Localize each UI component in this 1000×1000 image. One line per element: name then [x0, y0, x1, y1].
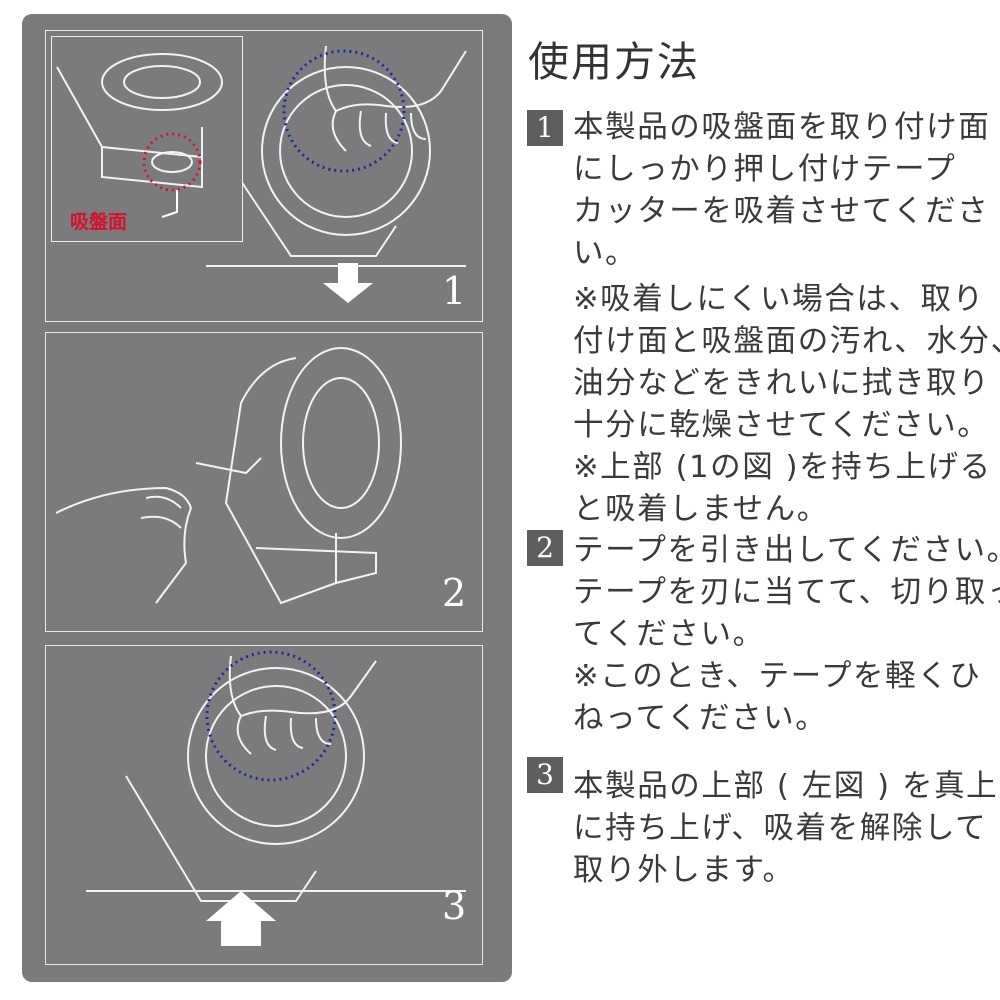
step-line: 取り外します。	[573, 853, 795, 888]
page-title: 使用方法	[528, 38, 700, 86]
illustration-step-1: 吸盤面 1	[45, 30, 483, 322]
step-3-text: 本製品の上部 ( 左図 ) を真上 に持ち上げ、吸着を解除して 取り外します。	[573, 766, 998, 892]
step-line: テープを引き出してください。	[573, 533, 1000, 568]
step-note-line: ※吸着しにくい場合は、取り	[573, 282, 985, 317]
suction-cup-inset: 吸盤面	[51, 36, 243, 242]
illustration-panel: 吸盤面 1 2	[22, 14, 512, 982]
step-line: 本製品の吸盤面を取り付け面	[573, 110, 991, 145]
suction-surface-label: 吸盤面	[70, 211, 128, 233]
down-arrow-icon	[323, 263, 373, 303]
dispenser-lift-drawing	[86, 650, 466, 946]
step-note-line: 付け面と吸盤面の汚れ、水分、	[573, 324, 1000, 359]
step-2-text: テープを引き出してください。 テープを刃に当てて、切り取っ てください。 ※この…	[573, 530, 1000, 740]
panel-number-2: 2	[442, 571, 467, 615]
step-note-line: と吸着しません。	[573, 492, 829, 527]
step-note-line: ※このとき、テープを軽くひ	[573, 659, 982, 694]
illustration-step-3: 3	[45, 645, 483, 965]
step-line: に持ち上げ、吸着を解除して	[573, 811, 988, 846]
step-line: カッターを吸着させてくださ	[573, 194, 990, 229]
step-note-line: 十分に乾燥させてください。	[573, 408, 990, 443]
up-arrow-icon	[206, 891, 276, 946]
step-note-line: 油分などをきれいに拭き取り	[573, 366, 991, 401]
step-1-text: 本製品の吸盤面を取り付け面 にしっかり押し付けテープ カッターを吸着させてくださ…	[573, 107, 1000, 531]
panel-number-3: 3	[442, 884, 467, 928]
step-2-badge: 2	[527, 530, 563, 566]
step-line: テープを刃に当てて、切り取っ	[573, 575, 1000, 610]
step-line: にしっかり押し付けテープ	[573, 152, 957, 187]
illustration-step-2: 2	[45, 332, 483, 632]
panel-number-1: 1	[442, 269, 467, 313]
step-1-badge: 1	[527, 110, 563, 146]
step-line: 本製品の上部 ( 左図 ) を真上	[573, 769, 999, 804]
step-line: い。	[573, 236, 638, 271]
step-3-badge: 3	[527, 757, 563, 793]
dispenser-press-drawing	[206, 45, 467, 303]
step-note-line: ねってください。	[573, 701, 828, 736]
step-line: てください。	[573, 617, 765, 652]
tape-pull-drawing	[55, 347, 402, 605]
step-note-line: ※上部 (1の図 )を持ち上げる	[573, 450, 992, 485]
